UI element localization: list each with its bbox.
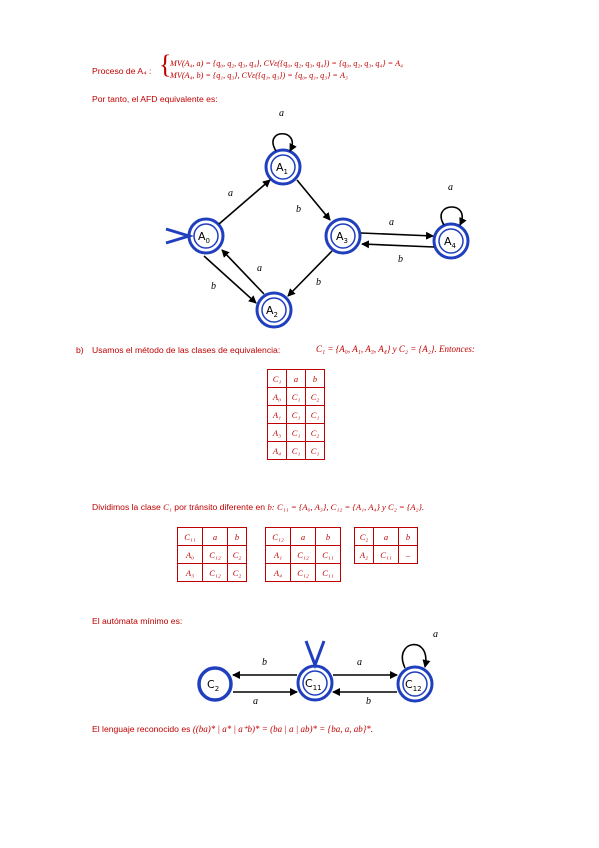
svg-text:b: b bbox=[262, 657, 267, 668]
lenguaje-expr: ((ba)* | a* | a⁺b)* = (ba | a | ab)* = {… bbox=[192, 724, 374, 734]
svg-text:a: a bbox=[279, 108, 284, 119]
edge-a3-a4 bbox=[360, 231, 434, 240]
start-marker-c11 bbox=[304, 640, 326, 670]
minimo-text: El autómata mínimo es: bbox=[92, 616, 183, 626]
svg-text:b: b bbox=[316, 277, 321, 288]
svg-text:C11: C11 bbox=[305, 677, 322, 692]
table-c11: C₁₁ a b A₀ C₁₂ C₂ A₃ C₁₂ C₂ bbox=[177, 527, 247, 582]
table-row: C₂ a b bbox=[354, 527, 418, 546]
edge-a2-a0 bbox=[221, 249, 265, 295]
table-row: A₁ C₁₂ C₁₁ bbox=[265, 545, 341, 564]
brace: { bbox=[159, 50, 172, 79]
partb-marker: b) bbox=[76, 345, 84, 355]
svg-text:b: b bbox=[366, 696, 371, 707]
svg-text:b: b bbox=[211, 281, 216, 292]
proceso-label: Proceso de A₄ : bbox=[92, 66, 152, 76]
dividimos-part1: Dividimos la clase bbox=[92, 502, 161, 512]
table-cell: – bbox=[398, 545, 418, 564]
svg-text:b: b bbox=[398, 254, 403, 265]
partb-text: Usamos el método de las clases de equiva… bbox=[92, 345, 281, 355]
dividimos-b: b: bbox=[267, 502, 275, 512]
dividimos-classes: C₁₁ = {A₀, A₃}, C₁₂ = {A₁, A₄} y C₂ = {A… bbox=[277, 502, 425, 512]
table-cell: C₁ bbox=[305, 441, 325, 460]
table-row: C₁₁ a b bbox=[177, 527, 247, 546]
table-row: A₀ C₁ C₂ bbox=[267, 387, 325, 406]
lenguaje-line: El lenguaje reconocido es ((ba)* | a* | … bbox=[92, 724, 373, 735]
state-c12: C12 bbox=[396, 665, 434, 703]
edge-a0-a2 bbox=[203, 255, 257, 304]
table-row: A₄ C₁ C₁ bbox=[267, 441, 325, 460]
proceso-row-1: MV(A₄, a) = {q₀, q₂, q₃, q₄}, CVε({q₀, q… bbox=[170, 59, 404, 68]
loop-c12 bbox=[401, 643, 431, 669]
lenguaje-text: El lenguaje reconocido es bbox=[92, 724, 191, 734]
table-row: A₂ C₁₁ – bbox=[354, 545, 418, 564]
svg-text:a: a bbox=[357, 657, 362, 668]
partb-classes: C₁ = {A₀, A₁, A₃, A₄} y C₂ = {A₂}. Enton… bbox=[316, 344, 475, 354]
loop-a4 bbox=[440, 206, 467, 226]
edge-a0-a1 bbox=[218, 179, 271, 225]
proceso-row-2: MV(A₄, b) = {q₁, q₃}, CVε({q₁, q₃}) = {q… bbox=[170, 71, 348, 80]
table-c1: C₁ a b A₀ C₁ C₂ A₁ C₁ C₁ A₃ C₁ C₂ A₄ C₁ … bbox=[267, 369, 325, 460]
state-c2: C2 bbox=[197, 666, 233, 702]
svg-text:C2: C2 bbox=[207, 678, 219, 693]
svg-text:a: a bbox=[228, 188, 233, 199]
table-row: A₄ C₁₂ C₁₁ bbox=[265, 563, 341, 582]
table-cell: C₂ bbox=[305, 387, 325, 406]
table-row: C₁₂ a b bbox=[265, 527, 341, 546]
svg-text:a: a bbox=[433, 629, 438, 640]
state-c11: C11 bbox=[296, 664, 334, 702]
table-c2: C₂ a b A₂ C₁₁ – bbox=[354, 527, 418, 564]
state-a3: A3 bbox=[324, 217, 362, 255]
svg-text:b: b bbox=[296, 204, 301, 215]
edge-a4-a3 bbox=[361, 240, 435, 249]
svg-text:a: a bbox=[389, 217, 394, 228]
table-c12: C₁₂ a b A₁ C₁₂ C₁₁ A₄ C₁₂ C₁₁ bbox=[265, 527, 341, 582]
table-cell: C₁₁ bbox=[315, 563, 341, 582]
edge-a1-a3 bbox=[296, 179, 331, 221]
svg-text:C12: C12 bbox=[405, 678, 422, 693]
portanto-text: Por tanto, el AFD equivalente es: bbox=[92, 94, 218, 104]
table-cell: C₂ bbox=[227, 563, 247, 582]
dividimos-text: Dividimos la clase C₁ por tránsito difer… bbox=[92, 502, 424, 512]
start-marker-a0 bbox=[165, 227, 195, 245]
table-row: A₃ C₁₂ C₂ bbox=[177, 563, 247, 582]
edge-a3-a2 bbox=[287, 250, 333, 297]
table-row: C₁ a b bbox=[267, 369, 325, 388]
loop-a1 bbox=[272, 132, 297, 152]
svg-text:a: a bbox=[257, 263, 262, 274]
svg-text:a: a bbox=[253, 696, 258, 707]
dividimos-c1: C₁ bbox=[163, 502, 172, 512]
svg-text:a: a bbox=[448, 182, 453, 193]
dividimos-part2: por tránsito diferente en bbox=[174, 502, 266, 512]
